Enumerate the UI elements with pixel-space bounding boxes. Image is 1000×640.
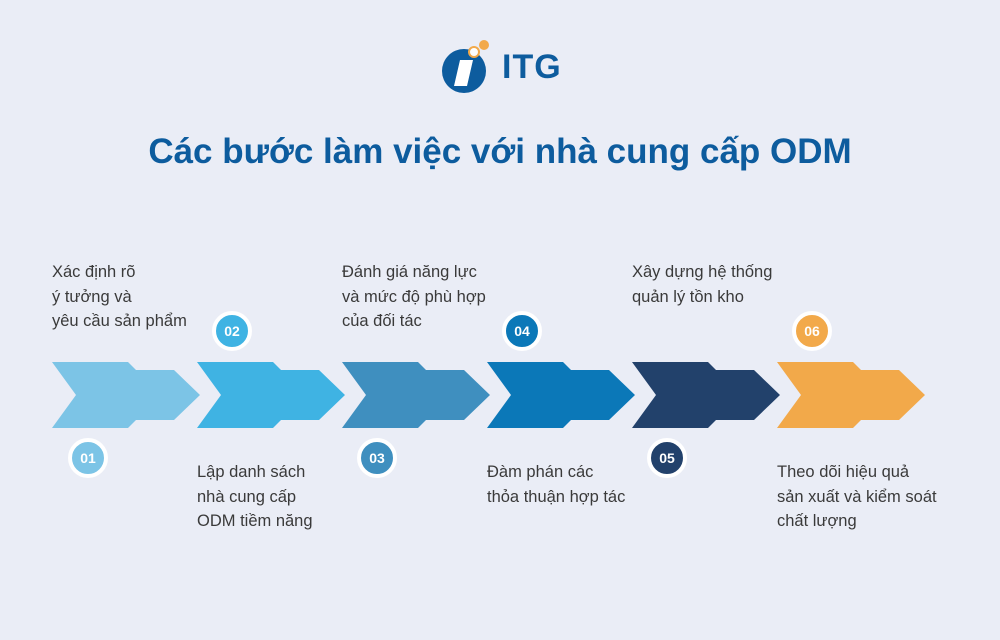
itg-logo-icon [442, 40, 489, 93]
step-number-badge: 03 [357, 438, 397, 478]
step-description: Xây dựng hệ thống quản lý tồn kho [632, 263, 773, 306]
step-description: Đánh giá năng lực và mức độ phù hợp của … [342, 263, 486, 330]
step-description: Theo dõi hiệu quả sản xuất và kiểm soát … [777, 463, 937, 530]
step-number-badge: 05 [647, 438, 687, 478]
step-number-badge: 06 [792, 311, 832, 351]
step-number-badge: 01 [68, 438, 108, 478]
step-arrow-01 [52, 362, 200, 428]
step-arrow-02 [197, 362, 345, 428]
step-arrow-04 [487, 362, 635, 428]
step-description: Lập danh sách nhà cung cấp ODM tiềm năng [197, 463, 313, 530]
step-arrow-06 [777, 362, 925, 428]
step-number-badge: 04 [502, 311, 542, 351]
page-title: Các bước làm việc với nhà cung cấp ODM [148, 132, 852, 171]
step-description: Xác định rõ ý tưởng và yêu cầu sản phẩm [52, 263, 187, 330]
step-number-badge: 02 [212, 311, 252, 351]
itg-logo: ITG [440, 38, 562, 96]
step-arrow-03 [342, 362, 490, 428]
logo-text: ITG [502, 47, 562, 86]
step-description: Đàm phán các thỏa thuận hợp tác [487, 463, 626, 506]
step-arrow-05 [632, 362, 780, 428]
